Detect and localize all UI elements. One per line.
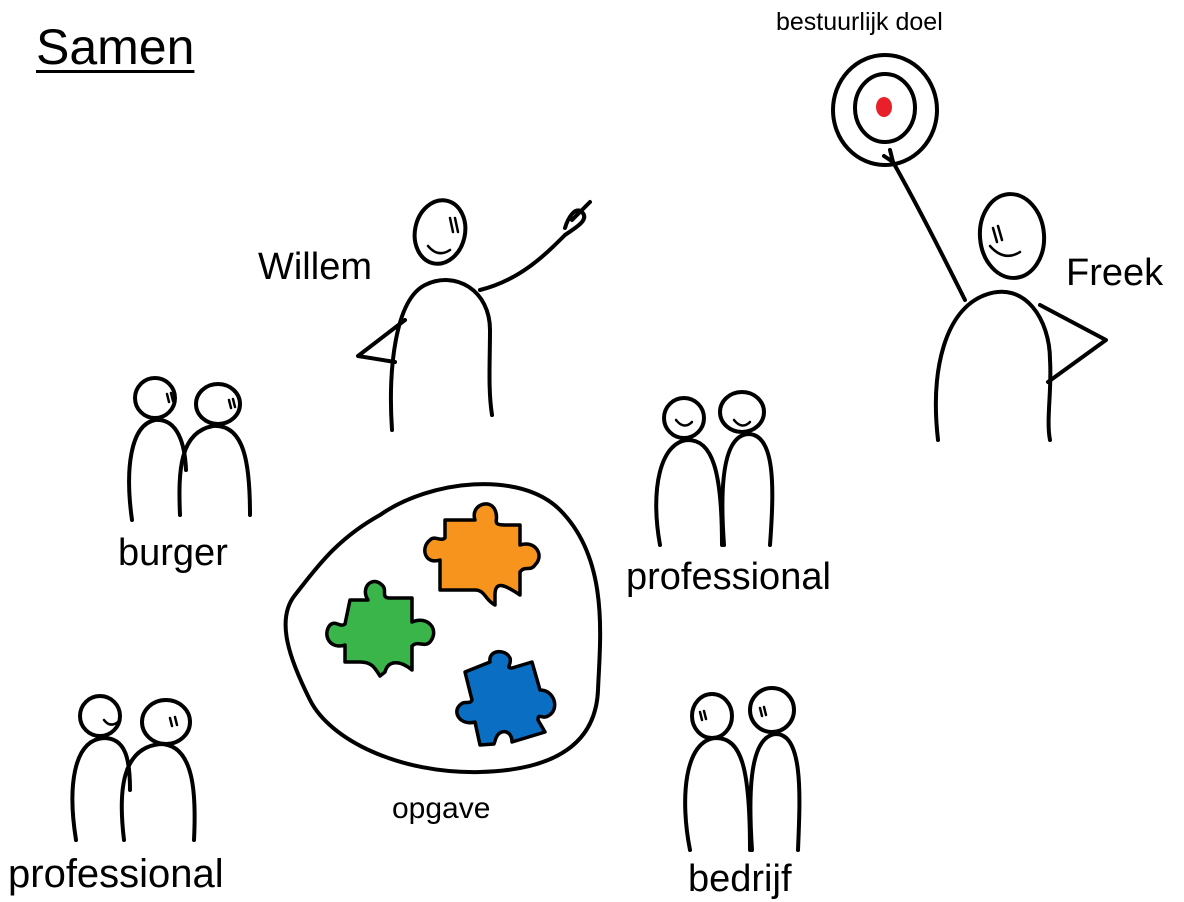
- puzzle-piece-green: [325, 579, 436, 678]
- burger-pair: [127, 376, 252, 522]
- bedrijf-pair: [683, 686, 802, 852]
- task-blob: [283, 482, 603, 775]
- puzzle-piece-blue: [455, 649, 557, 747]
- target-icon: [831, 53, 939, 167]
- professional-left-label: professional: [8, 852, 224, 896]
- task-label: opgave: [392, 792, 491, 825]
- page-title: Samen: [36, 19, 195, 75]
- professional-right-pair: [654, 390, 775, 547]
- goal-label: bestuurlijk doel: [776, 8, 943, 36]
- willem-label: Willem: [258, 246, 372, 288]
- puzzle-piece-orange: [423, 502, 541, 607]
- freek-label: Freek: [1066, 252, 1164, 294]
- willem-figure: [356, 198, 592, 432]
- professional-left-pair: [70, 694, 197, 842]
- freek-figure: [882, 148, 1108, 442]
- burger-label: burger: [118, 532, 228, 574]
- bullseye-dot: [876, 97, 892, 117]
- bedrijf-label: bedrijf: [688, 858, 792, 900]
- professional-right-label: professional: [626, 556, 831, 598]
